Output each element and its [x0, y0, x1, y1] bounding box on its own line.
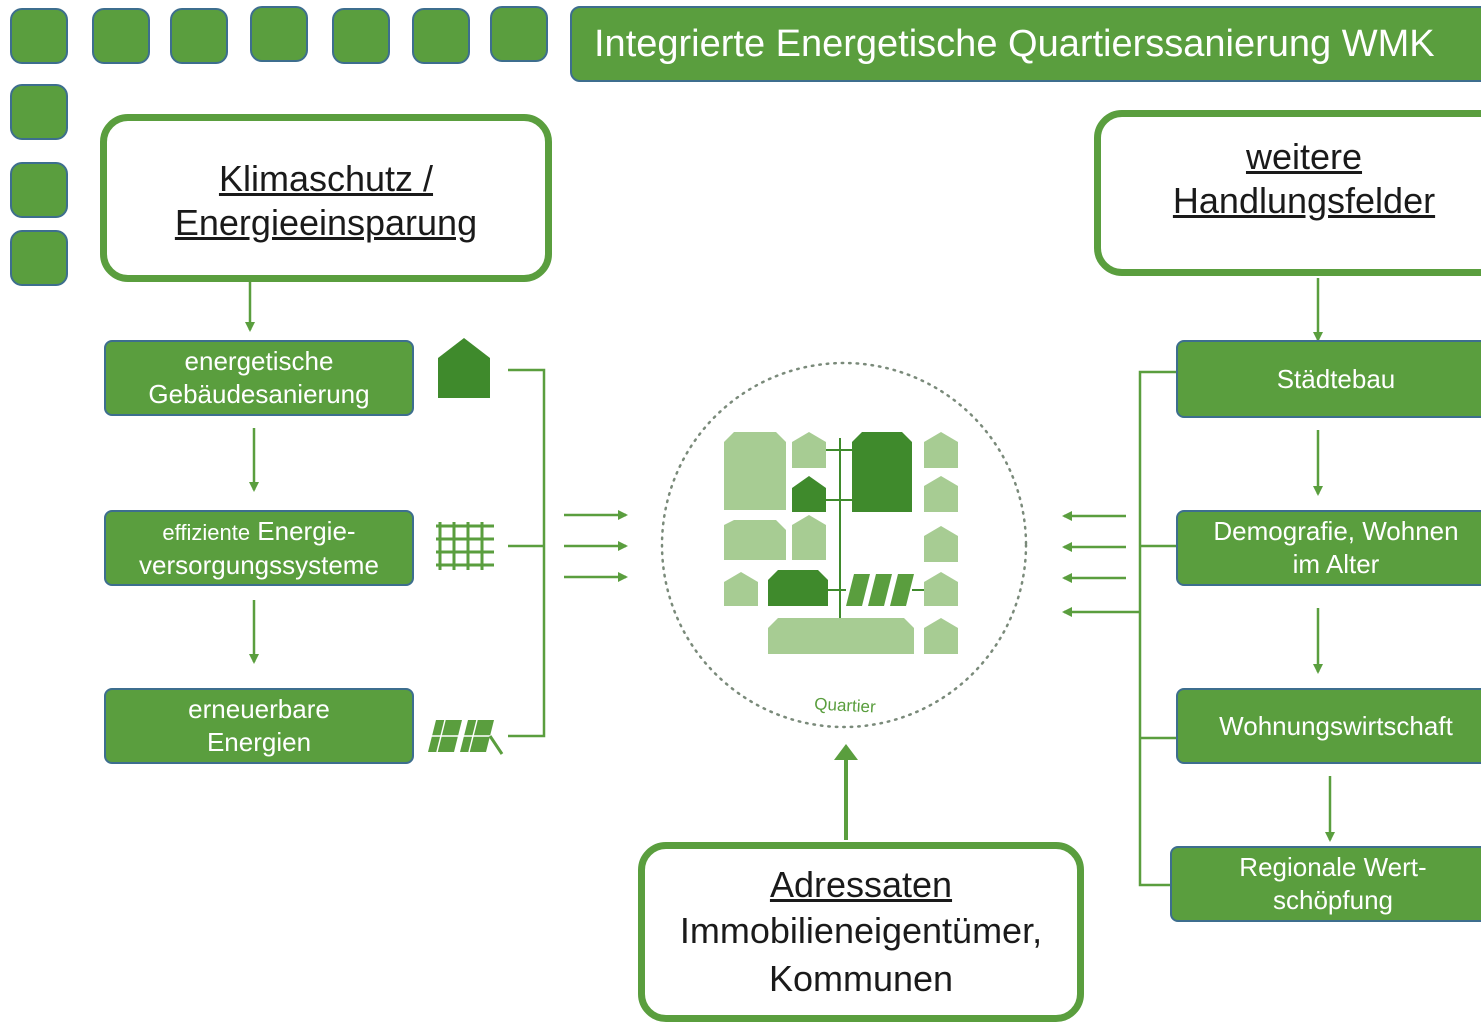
- wertschoepfung-line2: schöpfung: [1273, 885, 1393, 915]
- wohnungswirtschaft-line1: Wohnungswirtschaft: [1219, 710, 1453, 741]
- grid-icon: [436, 522, 494, 570]
- energieversorgung-line1: effiziente Energie-: [162, 515, 355, 549]
- deco-square: [250, 6, 308, 62]
- page-title: Integrierte Energetische Quartierssanier…: [570, 6, 1481, 82]
- gebaeudesanierung-box: energetische Gebäudesanierung: [104, 340, 414, 416]
- deco-square: [10, 84, 68, 140]
- deco-square: [10, 162, 68, 218]
- energieversorgung-line2: versorgungssysteme: [139, 549, 379, 580]
- klimaschutz-line2: Energieeinsparung: [174, 202, 478, 243]
- adressaten-line1: Immobilieneigentümer,: [679, 910, 1043, 951]
- deco-square: [170, 8, 228, 64]
- solar-panel-icon: [428, 719, 504, 755]
- demografie-line2: im Alter: [1292, 549, 1380, 579]
- klimaschutz-line1: Klimaschutz /: [218, 158, 434, 199]
- erneuerbare-line2: Energien: [206, 727, 312, 757]
- wertschoepfung-box: Regionale Wert- schöpfung: [1170, 846, 1481, 922]
- deco-square: [10, 8, 68, 64]
- adressaten-line2: Kommunen: [768, 958, 954, 999]
- demografie-box: Demografie, Wohnen im Alter: [1176, 510, 1481, 586]
- adressaten-header: Adressaten: [769, 864, 953, 905]
- wertschoepfung-line1: Regionale Wert-: [1239, 852, 1427, 882]
- deco-square: [92, 8, 150, 64]
- deco-square: [10, 230, 68, 286]
- handlungsfelder-header: weitere Handlungsfelder: [1094, 110, 1481, 276]
- demografie-line1: Demografie, Wohnen: [1213, 516, 1459, 546]
- handlungsfelder-line1: weitere: [1245, 136, 1363, 177]
- energieversorgung-line1-text: Energie-: [257, 515, 356, 546]
- staedtebau-line1: Städtebau: [1276, 363, 1396, 394]
- staedtebau-box: Städtebau: [1176, 340, 1481, 418]
- energieversorgung-box: effiziente Energie- versorgungssysteme: [104, 510, 414, 586]
- klimaschutz-header: Klimaschutz / Energieeinsparung: [100, 114, 552, 282]
- energieversorgung-prefix: effiziente: [162, 519, 251, 545]
- deco-square: [412, 8, 470, 64]
- gebaeudesanierung-line1: energetische: [184, 346, 334, 376]
- quartier-illustration: [660, 361, 1028, 729]
- erneuerbare-box: erneuerbare Energien: [104, 688, 414, 764]
- deco-square: [332, 8, 390, 64]
- wohnungswirtschaft-box: Wohnungswirtschaft: [1176, 688, 1481, 764]
- house-icon: [438, 338, 490, 398]
- erneuerbare-line1: erneuerbare: [188, 694, 330, 724]
- handlungsfelder-line2: Handlungsfelder: [1172, 180, 1436, 221]
- deco-square: [490, 6, 548, 62]
- gebaeudesanierung-line2: Gebäudesanierung: [148, 379, 370, 409]
- adressaten-box: Adressaten Immobilieneigentümer, Kommune…: [638, 842, 1084, 1022]
